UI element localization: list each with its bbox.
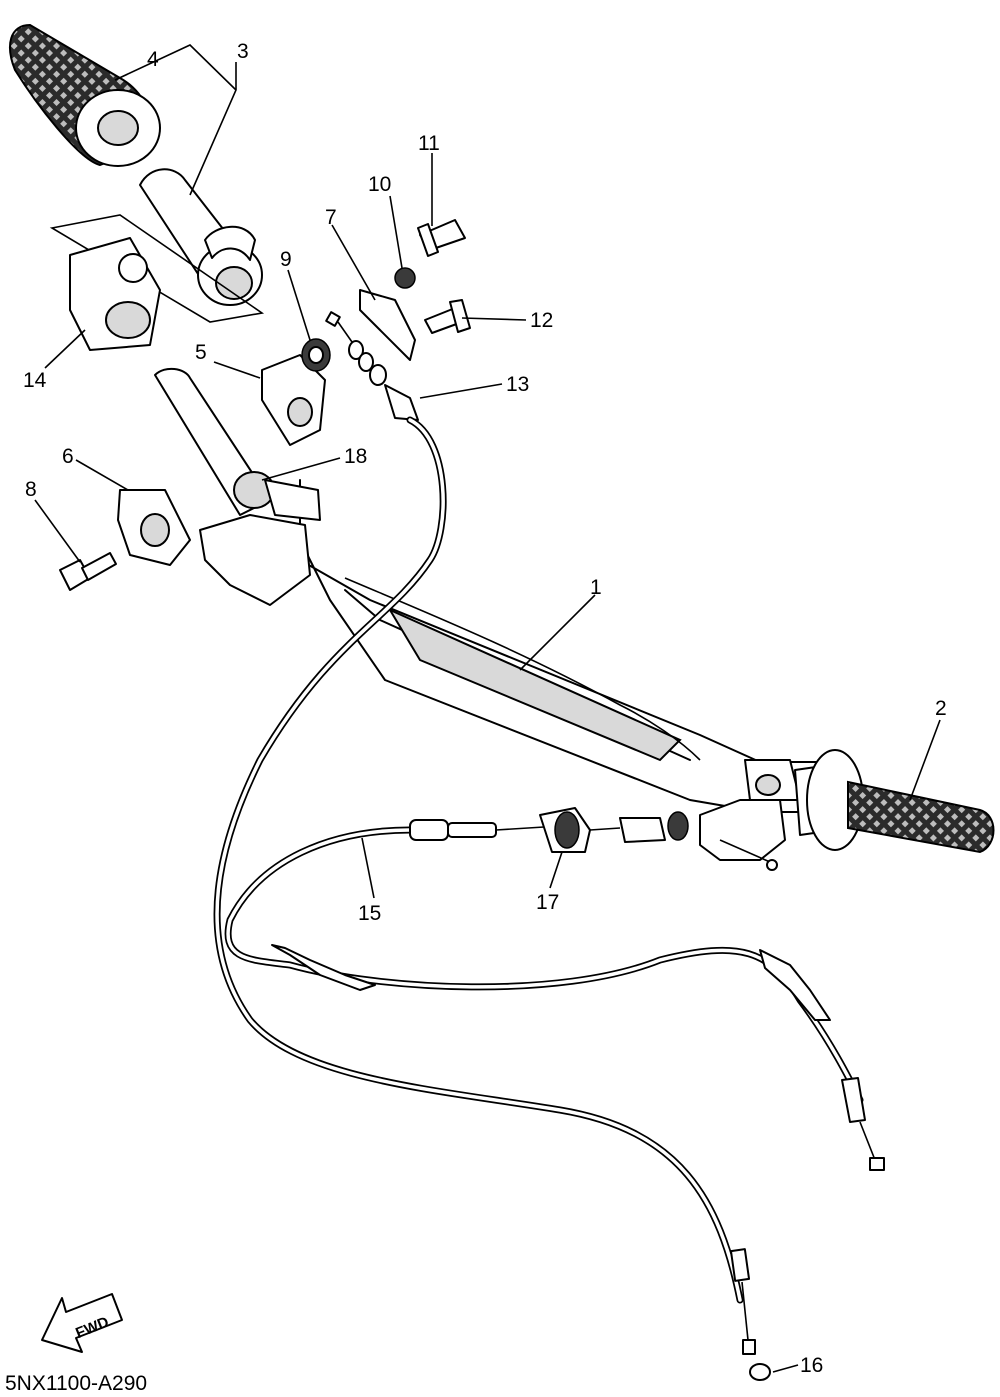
callout-5: 5 bbox=[195, 341, 207, 364]
callout-15: 15 bbox=[358, 902, 381, 925]
collar bbox=[394, 267, 416, 289]
callout-7: 7 bbox=[325, 206, 337, 229]
throttle-housing-upper bbox=[49, 214, 265, 351]
throttle-cable bbox=[213, 416, 756, 1355]
callout-9: 9 bbox=[280, 248, 292, 271]
clutch-cable bbox=[224, 819, 885, 1171]
cable-adjuster-nut bbox=[301, 338, 331, 372]
cable-adjuster bbox=[539, 807, 689, 853]
forward-arrow-icon: FWD bbox=[41, 1293, 123, 1353]
lever-holder bbox=[699, 759, 801, 871]
cable-guide bbox=[117, 489, 191, 566]
callout-10: 10 bbox=[368, 173, 391, 196]
callout-4: 4 bbox=[147, 48, 159, 71]
left-grip bbox=[9, 23, 161, 167]
cable-end-fitting bbox=[325, 311, 419, 421]
throttle-tube bbox=[139, 168, 263, 306]
throttle-housing-lower bbox=[261, 354, 326, 446]
callout-3: 3 bbox=[237, 40, 249, 63]
callout-13: 13 bbox=[506, 373, 529, 396]
callout-11: 11 bbox=[418, 132, 440, 155]
callout-14: 14 bbox=[23, 369, 47, 392]
drawing-code: 5NX1100-A290 bbox=[5, 1372, 147, 1395]
screw-lower bbox=[424, 299, 471, 334]
right-grip bbox=[794, 749, 995, 854]
callout-18: 18 bbox=[344, 445, 367, 468]
leader-lines bbox=[34, 44, 941, 1373]
cable-bracket bbox=[359, 289, 416, 361]
callout-1: 1 bbox=[590, 576, 602, 599]
callout-12: 12 bbox=[530, 309, 553, 332]
o-ring bbox=[749, 1363, 771, 1381]
throttle-collar bbox=[154, 367, 321, 606]
housing-bolt bbox=[59, 552, 117, 591]
screw-upper bbox=[417, 219, 466, 257]
callout-8: 8 bbox=[25, 478, 37, 501]
callout-17: 17 bbox=[536, 891, 559, 914]
callout-2: 2 bbox=[935, 697, 947, 720]
callout-6: 6 bbox=[62, 445, 74, 468]
callout-labels: 1 2 3 4 5 6 7 8 9 10 11 12 13 14 15 16 1… bbox=[23, 40, 947, 1377]
callout-16: 16 bbox=[800, 1354, 823, 1377]
